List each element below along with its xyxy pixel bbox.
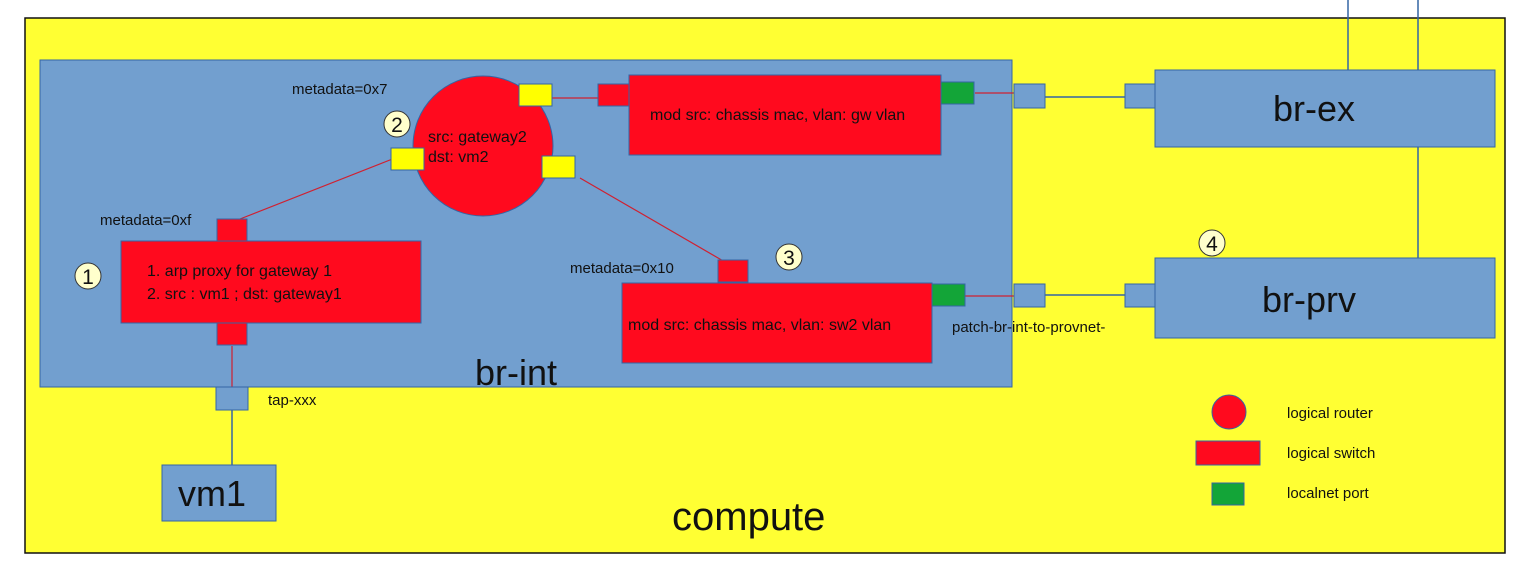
legend-localnet-symbol bbox=[1211, 482, 1245, 506]
patch-port-ex bbox=[1124, 83, 1156, 109]
br-ex-label: br-ex bbox=[1273, 88, 1355, 129]
vm1-box bbox=[161, 464, 277, 522]
sw2-logical-switch bbox=[621, 282, 933, 364]
gw-logical-switch bbox=[628, 74, 942, 156]
br-prv-label: br-prv bbox=[1262, 279, 1356, 320]
legend-switch-symbol bbox=[1195, 440, 1261, 466]
step-number-3: 3 bbox=[783, 247, 795, 270]
logical-router bbox=[412, 75, 554, 217]
gw-localnet-port bbox=[940, 81, 975, 105]
step-marker-3 bbox=[775, 243, 803, 271]
sw2-switch-text: mod src: chassis mac, vlan: sw2 vlan bbox=[628, 317, 891, 334]
gw-switch-port bbox=[597, 83, 630, 107]
tap-port bbox=[215, 386, 249, 411]
sw2-switch-port bbox=[717, 259, 749, 283]
metadata-switch1-label: metadata=0xf bbox=[100, 212, 192, 229]
patch-port-int-prv bbox=[1013, 283, 1046, 308]
step-marker-1 bbox=[74, 262, 102, 290]
router-text-line2: dst: vm2 bbox=[428, 149, 489, 166]
metadata-router-label: metadata=0x7 bbox=[292, 81, 388, 98]
br-int-label: br-int bbox=[475, 352, 557, 393]
step-number-2: 2 bbox=[391, 114, 403, 137]
router-port-left bbox=[390, 147, 425, 171]
metadata-switch2-label: metadata=0x10 bbox=[570, 260, 674, 277]
router-text-line1: src: gateway2 bbox=[428, 129, 527, 146]
router-to-sw2-line bbox=[579, 177, 726, 263]
legend-router-label: logical router bbox=[1287, 405, 1373, 422]
sw1-to-router-line bbox=[239, 157, 396, 220]
legend-router-symbol bbox=[1211, 394, 1247, 430]
step-number-1: 1 bbox=[82, 266, 94, 289]
tap-label: tap-xxx bbox=[268, 392, 317, 409]
step-marker-2 bbox=[383, 110, 411, 138]
br-prv-bridge bbox=[1154, 257, 1496, 339]
vm1-label: vm1 bbox=[178, 473, 246, 514]
switch1-text-line2: 2. src : vm1 ; dst: gateway1 bbox=[147, 286, 342, 303]
router-port-right bbox=[541, 155, 576, 179]
sw2-localnet-port bbox=[931, 283, 966, 307]
patch-port-prv bbox=[1124, 283, 1156, 308]
legend-switch-label: logical switch bbox=[1287, 445, 1375, 462]
compute-label: compute bbox=[672, 495, 825, 539]
switch1-port-top bbox=[216, 218, 248, 242]
step-marker-4 bbox=[1198, 229, 1226, 257]
switch1-port-bottom bbox=[216, 322, 248, 346]
switch1-text-line1: 1. arp proxy for gateway 1 bbox=[147, 263, 332, 280]
gw-switch-text: mod src: chassis mac, vlan: gw vlan bbox=[650, 107, 905, 124]
legend-localnet-label: localnet port bbox=[1287, 485, 1370, 502]
step-number-4: 4 bbox=[1206, 233, 1218, 256]
patch-label: patch-br-int-to-provnet- bbox=[952, 319, 1105, 336]
router-port-top bbox=[518, 83, 553, 107]
patch-port-int-ex bbox=[1013, 83, 1046, 109]
logical-switch-1 bbox=[120, 240, 422, 324]
